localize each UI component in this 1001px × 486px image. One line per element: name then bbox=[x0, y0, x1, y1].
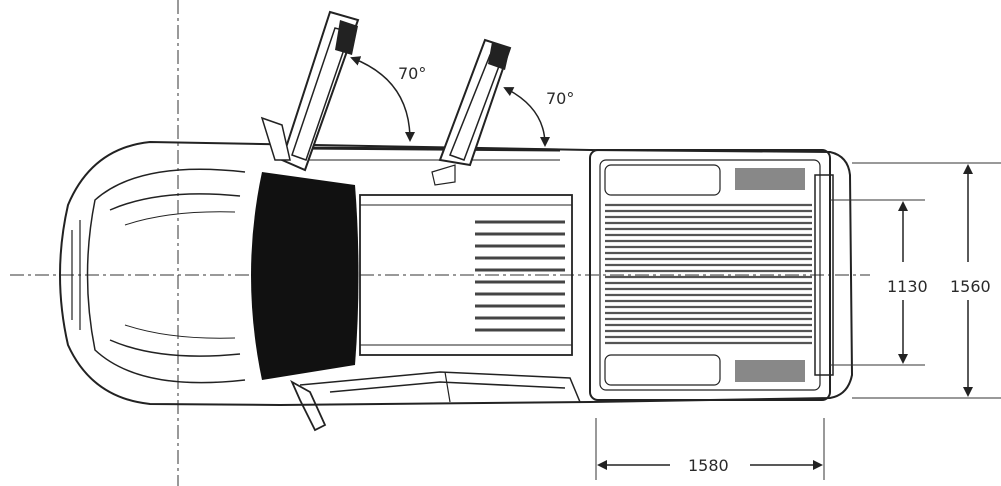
bed-outer-width-label: 1560 bbox=[950, 277, 991, 296]
rear-door-angle-label: 70° bbox=[546, 89, 574, 108]
bed-inner-width-label: 1130 bbox=[887, 277, 928, 296]
front-door-open bbox=[260, 10, 360, 172]
front-door-angle-label: 70° bbox=[398, 64, 426, 83]
centerlines bbox=[10, 0, 870, 486]
truck-bed bbox=[589, 149, 834, 401]
truck-body bbox=[59, 140, 854, 432]
bed-floor-ribs bbox=[605, 203, 812, 345]
rear-door-open bbox=[431, 38, 512, 186]
bed-inner-width-dimension bbox=[830, 199, 925, 366]
bed-outer-width-dimension bbox=[852, 162, 1001, 399]
front-door-angle-arc bbox=[350, 56, 415, 142]
bed-length-label: 1580 bbox=[688, 456, 729, 475]
rear-door-angle-arc bbox=[503, 87, 550, 147]
bed-length-dimension bbox=[595, 418, 825, 480]
roof-vents bbox=[475, 220, 565, 332]
windshield bbox=[251, 172, 359, 380]
